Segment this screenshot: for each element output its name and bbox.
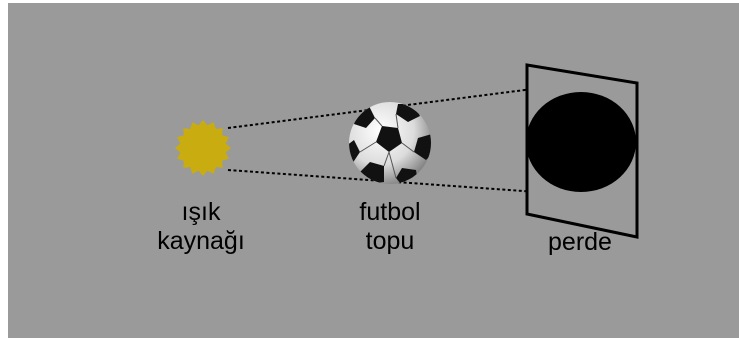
screen-label: perde <box>520 228 640 257</box>
light-source-label-line1: ışık <box>181 198 221 226</box>
light-source-label-line2: kaynağı <box>157 227 245 255</box>
screen-label-text: perde <box>548 228 612 256</box>
light-source-label: ışık kaynağı <box>138 198 264 256</box>
sun-core <box>182 127 224 169</box>
ball-label: futbol topu <box>330 198 450 256</box>
sun-icon <box>175 120 231 176</box>
ball-label-line1: futbol <box>359 198 421 226</box>
soccer-ball-icon <box>349 102 431 184</box>
ball-shadow <box>526 92 636 192</box>
ball-label-line2: topu <box>365 227 415 255</box>
